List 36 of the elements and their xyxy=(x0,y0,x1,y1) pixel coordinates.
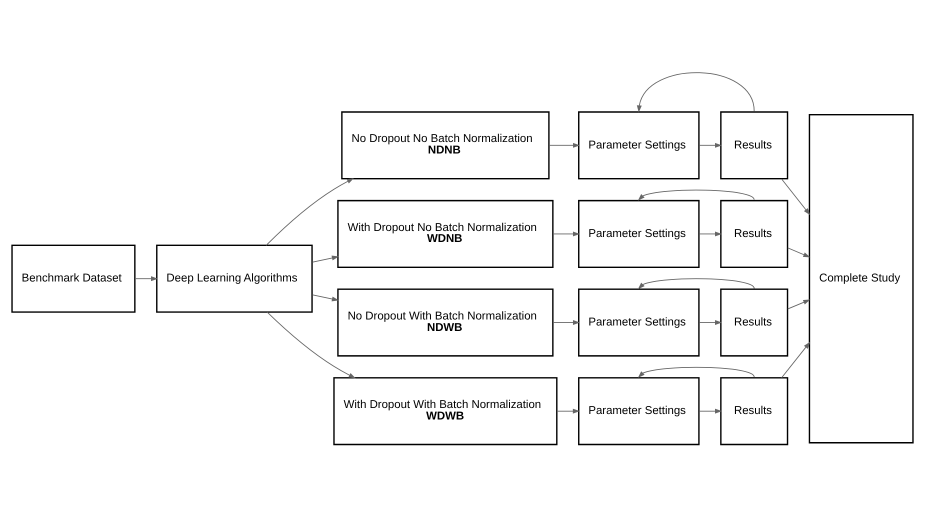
arrow xyxy=(638,190,755,201)
node-box: With Dropout With Batch Normalization WDWB xyxy=(333,377,558,446)
arrow xyxy=(556,408,580,414)
node-box: Parameter Settings xyxy=(578,288,700,357)
node-box: Parameter Settings xyxy=(578,111,700,180)
node-box: Deep Learning Algorithms xyxy=(156,244,313,313)
arrow xyxy=(266,178,354,246)
node-box: Results xyxy=(720,377,788,446)
arrow xyxy=(552,320,580,326)
node-box: Results xyxy=(720,200,788,268)
arrow xyxy=(312,294,339,302)
node-box: With Dropout No Batch Normalization WDNB xyxy=(337,200,554,268)
node-box: Parameter Settings xyxy=(578,377,700,446)
arrow xyxy=(312,256,339,263)
arrow xyxy=(698,142,722,148)
arrow xyxy=(698,408,722,414)
node-box: Results xyxy=(720,111,788,180)
arrow xyxy=(548,142,580,148)
arrow xyxy=(781,178,810,216)
arrow xyxy=(787,247,810,258)
node-box: Results xyxy=(720,288,788,357)
arrow xyxy=(781,342,810,378)
node-box: Parameter Settings xyxy=(578,200,700,268)
node-box: Benchmark Dataset xyxy=(11,244,136,313)
node-box: Complete Study xyxy=(808,114,914,444)
arrow xyxy=(636,72,755,112)
arrow xyxy=(134,276,158,282)
arrow xyxy=(698,232,722,236)
arrow xyxy=(266,312,356,378)
arrow xyxy=(552,232,580,236)
node-box: No Dropout With Batch Normalization NDWB xyxy=(337,288,554,357)
node-box: No Dropout No Batch Normalization NDNB xyxy=(341,111,550,180)
arrow xyxy=(638,366,755,378)
arrow xyxy=(787,300,810,310)
arrow xyxy=(638,278,755,290)
arrow xyxy=(698,320,722,326)
